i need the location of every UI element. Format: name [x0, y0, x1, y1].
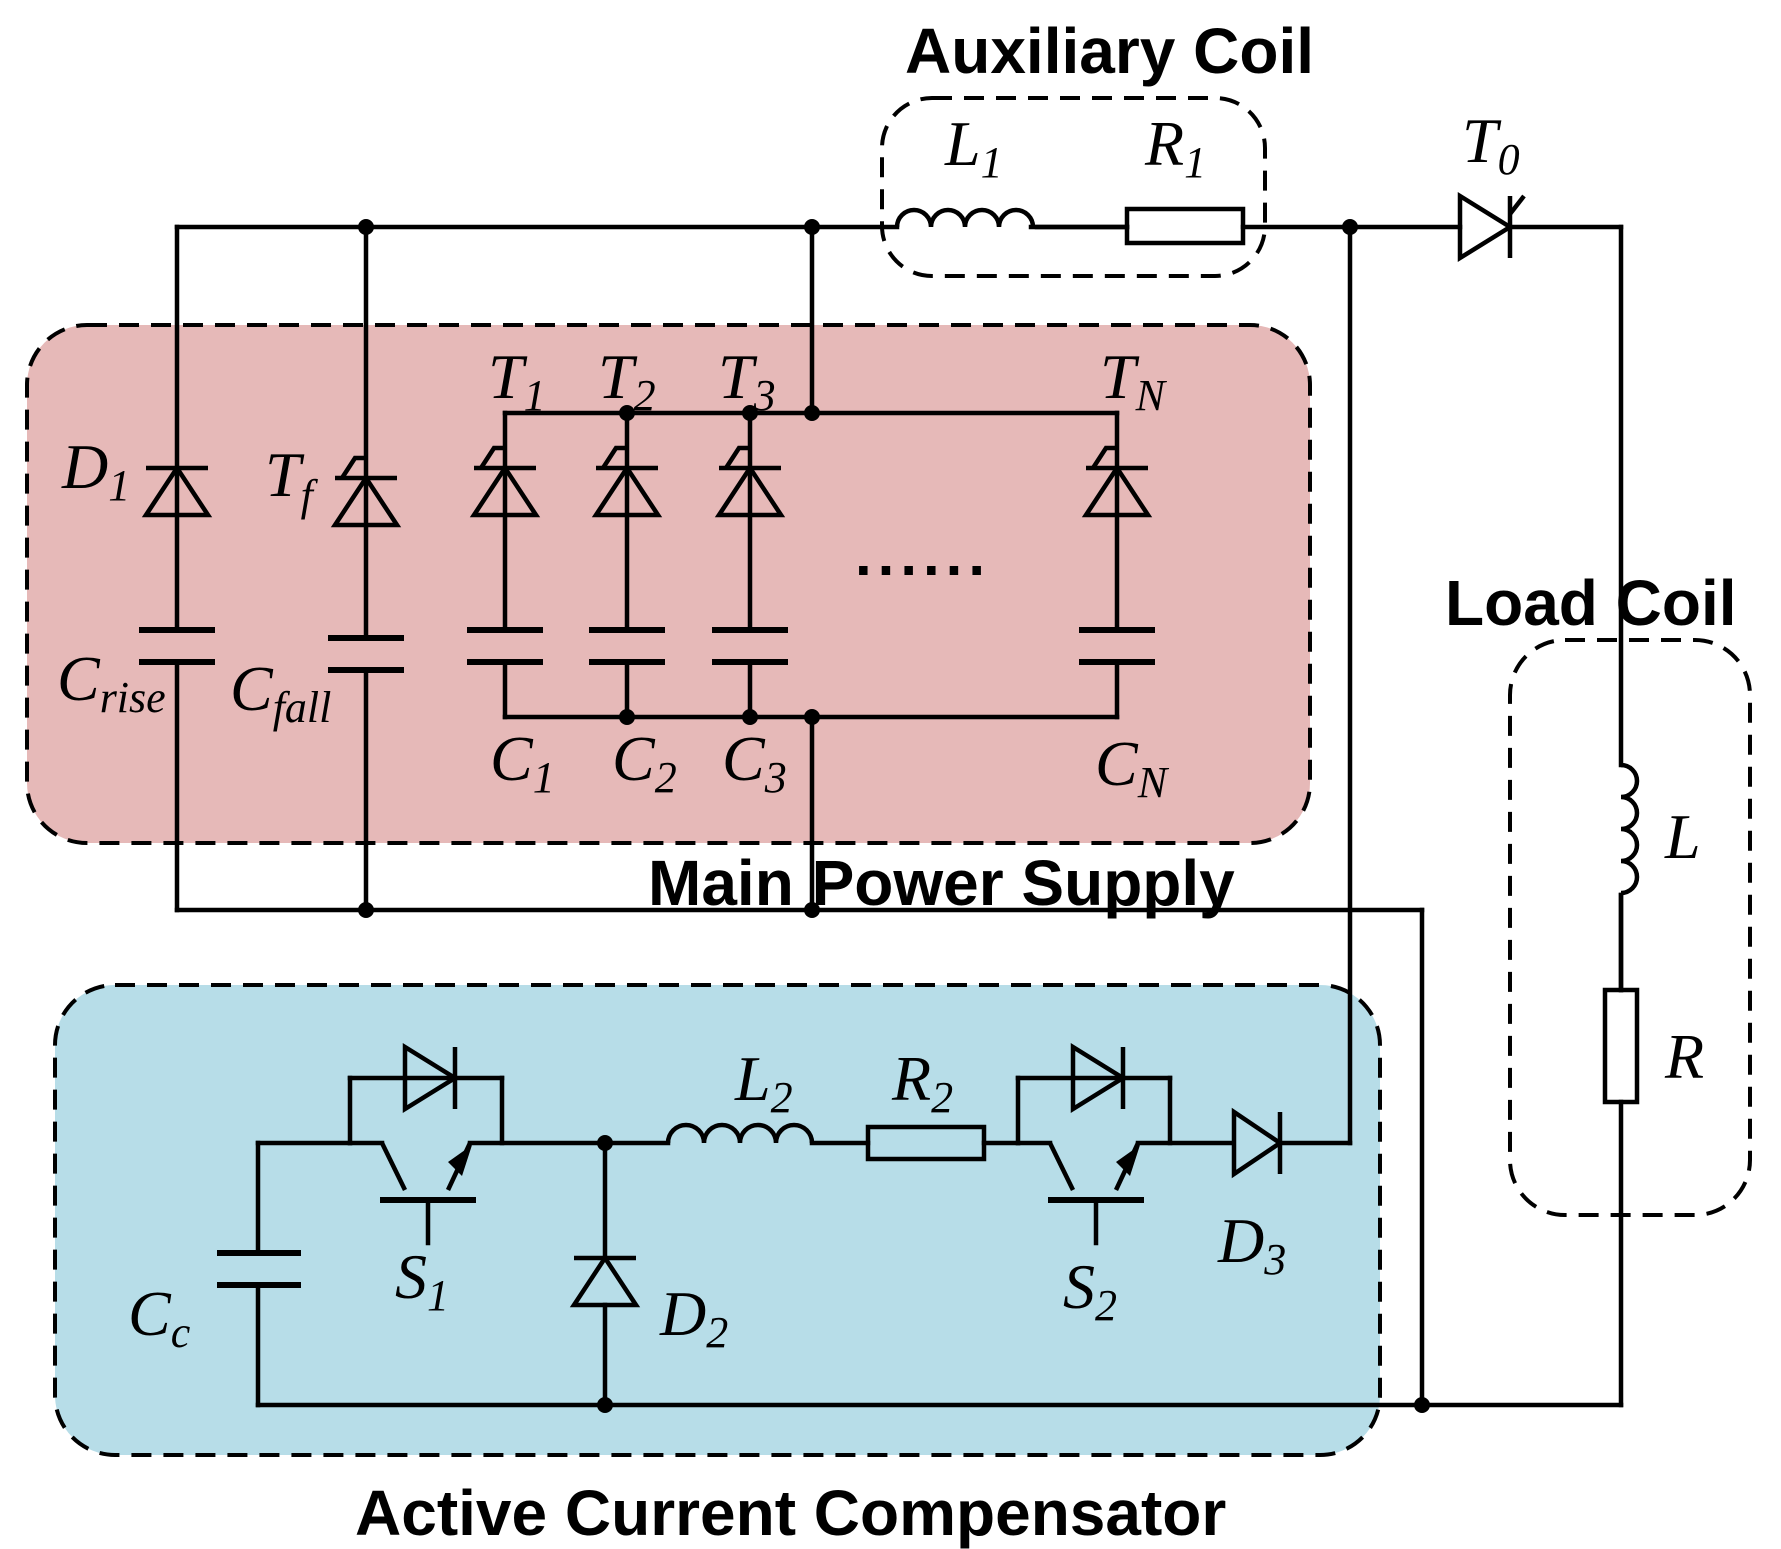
label-r1: R1 — [1144, 108, 1206, 187]
label-r2: R2 — [891, 1043, 953, 1122]
bottom-bus-wires — [174, 907, 1425, 1408]
active-current-compensator-box — [53, 983, 1382, 1457]
auxiliary-coil-box — [880, 96, 1267, 278]
label-r: R — [1664, 1021, 1704, 1092]
load-coil-box — [1508, 638, 1752, 1217]
label-t1: T1 — [488, 341, 546, 420]
compensator-components — [217, 1042, 1285, 1408]
label-l2: L2 — [734, 1043, 793, 1122]
label-l1: L1 — [944, 108, 1003, 187]
compensator-output-wire — [1277, 224, 1353, 1146]
tf-cfall-branch — [328, 224, 404, 913]
label-tn: TN — [1100, 341, 1168, 420]
main-power-supply-title: Main Power Supply — [648, 847, 1235, 919]
main-power-supply-box — [25, 323, 1312, 845]
label-d3: D3 — [1217, 1205, 1286, 1284]
d1-crise-branch — [139, 224, 215, 913]
load-coil-title: Load Coil — [1445, 567, 1737, 639]
auxiliary-coil-components — [894, 206, 1246, 246]
label-t0: T0 — [1462, 105, 1520, 184]
t0-thyristor — [1457, 191, 1526, 263]
label-c2: C2 — [612, 723, 677, 802]
label-cc: Cc — [128, 1278, 191, 1357]
active-current-compensator-title: Active Current Compensator — [355, 1477, 1226, 1549]
junction-dots — [358, 219, 1430, 1413]
load-coil-components — [1602, 762, 1640, 1105]
auxiliary-coil-title: Auxiliary Coil — [905, 15, 1314, 87]
label-d1: D1 — [61, 431, 130, 510]
label-c3: C3 — [722, 723, 787, 802]
label-c1: C1 — [490, 723, 555, 802]
label-s1: S1 — [395, 1241, 449, 1320]
label-t2: T2 — [598, 341, 656, 420]
label-cfall: Cfall — [230, 653, 331, 732]
label-cn: CN — [1095, 728, 1170, 807]
label-d2: D2 — [659, 1278, 728, 1357]
label-s2: S2 — [1063, 1251, 1117, 1330]
label-t3: T3 — [718, 341, 776, 420]
label-crise: Crise — [57, 643, 166, 722]
label-l: L — [1664, 801, 1701, 872]
thyristor-ellipsis: ...... — [855, 521, 991, 588]
